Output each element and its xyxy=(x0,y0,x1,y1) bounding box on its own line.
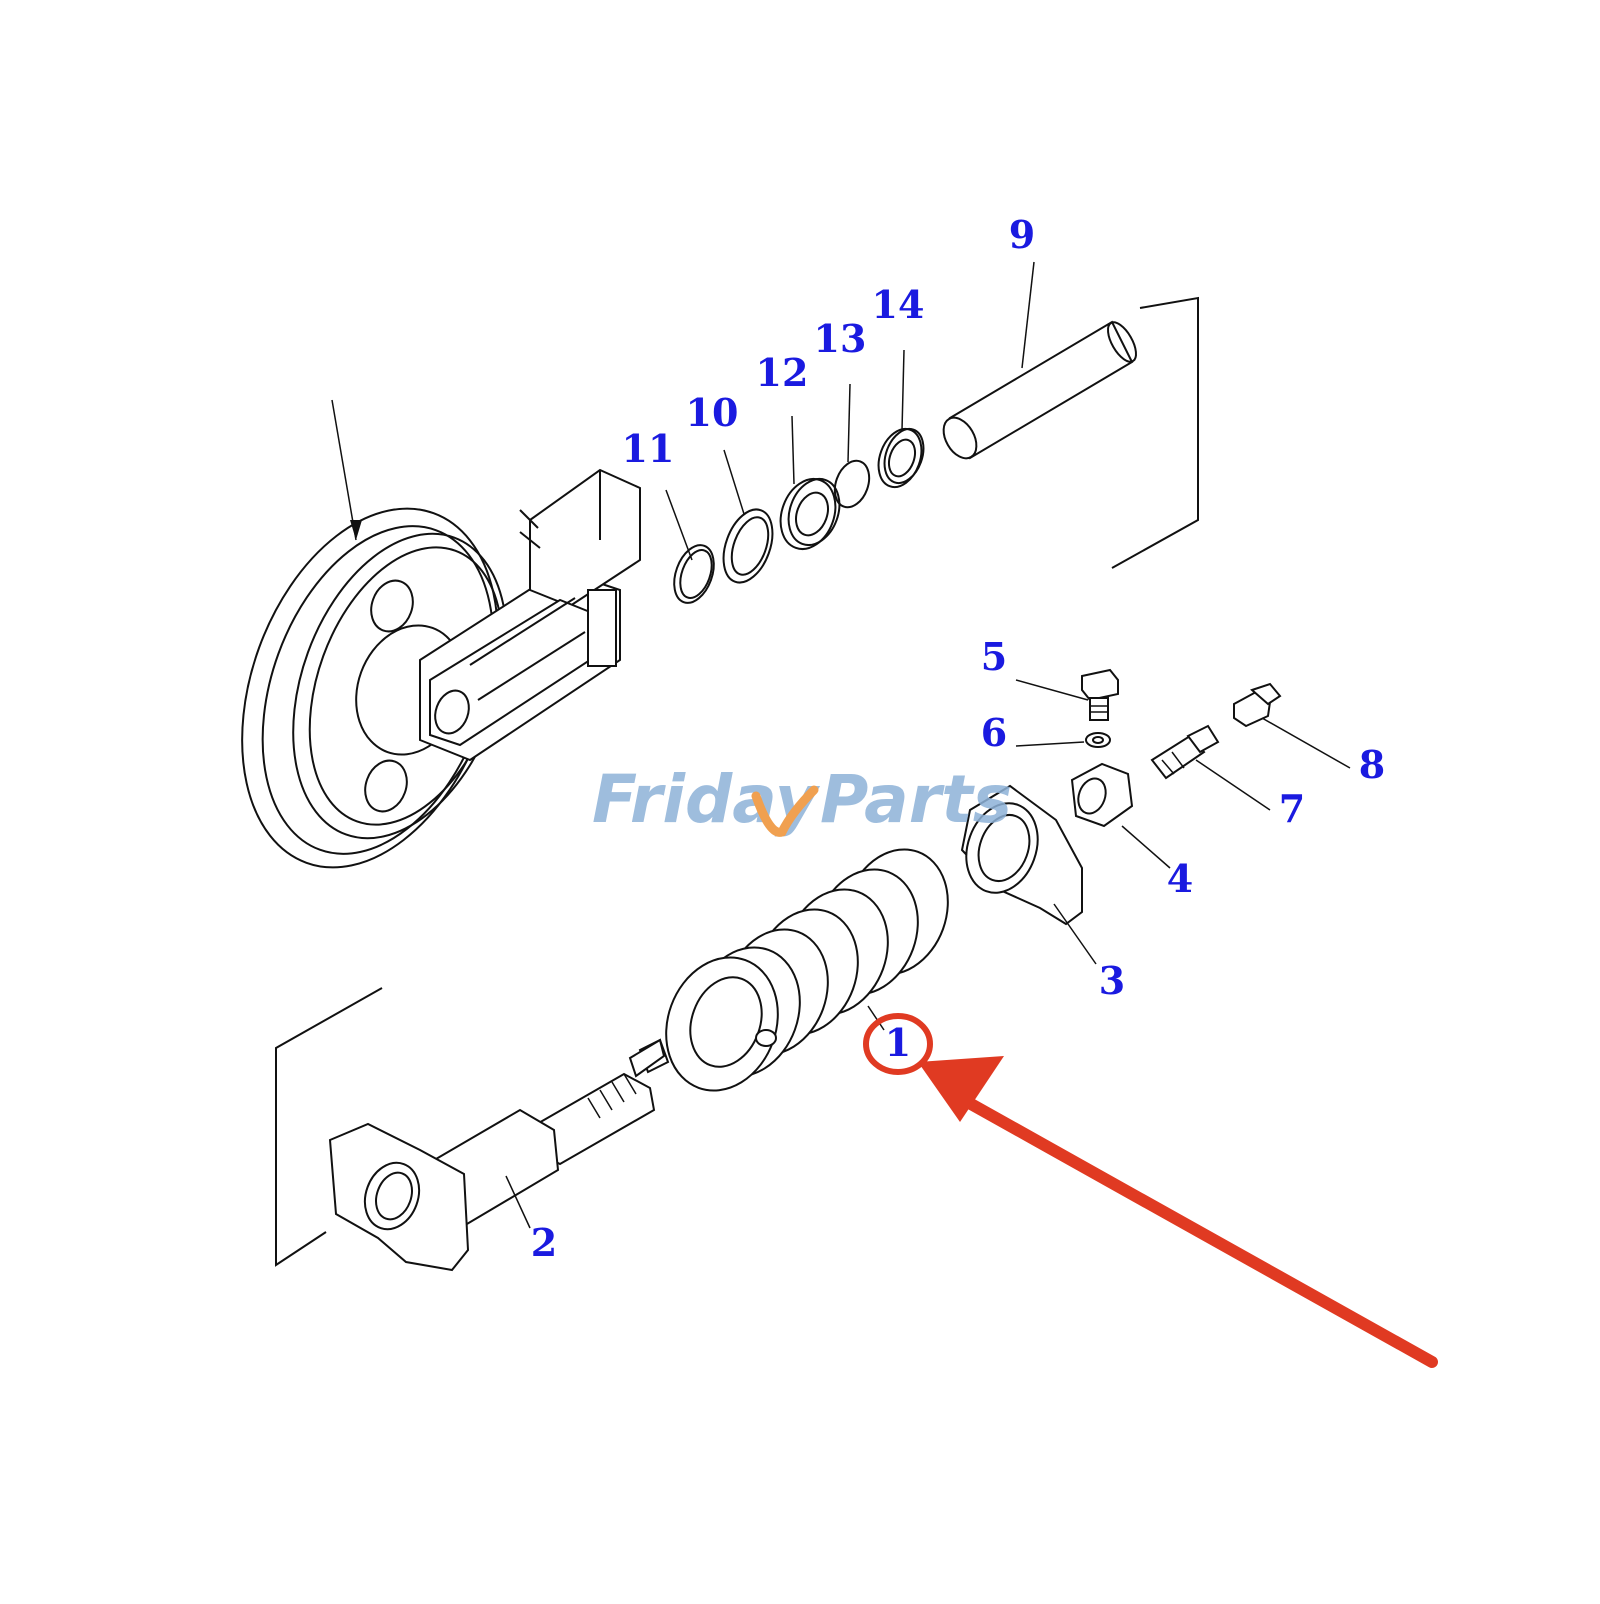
leader-line-14 xyxy=(901,349,905,431)
leader-line-12 xyxy=(791,415,795,485)
assembly-frame-bottom xyxy=(275,987,383,1267)
assembly-frame-top xyxy=(1111,296,1199,569)
callout-1: 1 xyxy=(885,1020,911,1065)
leader-line-8 xyxy=(1261,717,1351,769)
idler-wheel xyxy=(241,468,641,869)
callout-6: 6 xyxy=(981,710,1007,755)
leader-line-1 xyxy=(867,1005,885,1031)
highlight-arrowhead xyxy=(918,1056,1004,1122)
leader-line-3 xyxy=(1053,903,1097,965)
leader-line-9 xyxy=(1021,261,1035,369)
callout-14: 14 xyxy=(872,282,925,327)
leader-line-5 xyxy=(1015,679,1089,701)
snap-ring xyxy=(673,544,715,604)
watermark-check-mark xyxy=(751,785,819,837)
leader-line-13 xyxy=(847,383,851,463)
watermark-text-right: Parts xyxy=(820,761,1012,838)
callout-8: 8 xyxy=(1359,742,1385,787)
shaft-9 xyxy=(942,320,1137,460)
highlight-annotation xyxy=(863,1013,1438,1368)
ring-10 xyxy=(722,508,774,584)
leader-line-wheel xyxy=(331,399,357,541)
callout-12: 12 xyxy=(756,350,809,395)
watermark-logo: Friday Parts xyxy=(592,761,1012,838)
callout-9: 9 xyxy=(1009,212,1035,257)
callout-11: 11 xyxy=(622,426,675,471)
bushing-12 xyxy=(779,478,841,550)
bolt-5 xyxy=(1081,668,1119,721)
holder-3 xyxy=(960,784,1083,926)
o-ring-13 xyxy=(833,459,871,509)
leader-line-7 xyxy=(1195,759,1271,811)
leader-line-4 xyxy=(1121,825,1171,869)
leader-line-6 xyxy=(1015,741,1085,747)
leader-line-10 xyxy=(723,449,745,515)
callout-2: 2 xyxy=(531,1220,557,1265)
elbow-fitting-8 xyxy=(1233,682,1282,728)
callout-3: 3 xyxy=(1099,958,1125,1003)
leader-line-2 xyxy=(505,1175,531,1229)
highlight-arrow-shaft xyxy=(940,1084,1438,1368)
arrowhead-wheel xyxy=(350,520,362,540)
callout-5: 5 xyxy=(981,634,1007,679)
rod-2 xyxy=(328,1038,670,1272)
washer-6 xyxy=(1085,732,1111,748)
callout-13: 13 xyxy=(814,316,867,361)
nut-4 xyxy=(1070,762,1134,828)
leader-line-11 xyxy=(665,489,693,561)
recoil-spring-1 xyxy=(665,848,949,1092)
highlight-circle xyxy=(863,1013,933,1075)
callout-4: 4 xyxy=(1167,856,1193,901)
seal-14 xyxy=(877,427,925,489)
callout-7: 7 xyxy=(1279,786,1305,831)
callout-10: 10 xyxy=(686,390,739,435)
grease-fitting-7 xyxy=(1150,724,1220,780)
